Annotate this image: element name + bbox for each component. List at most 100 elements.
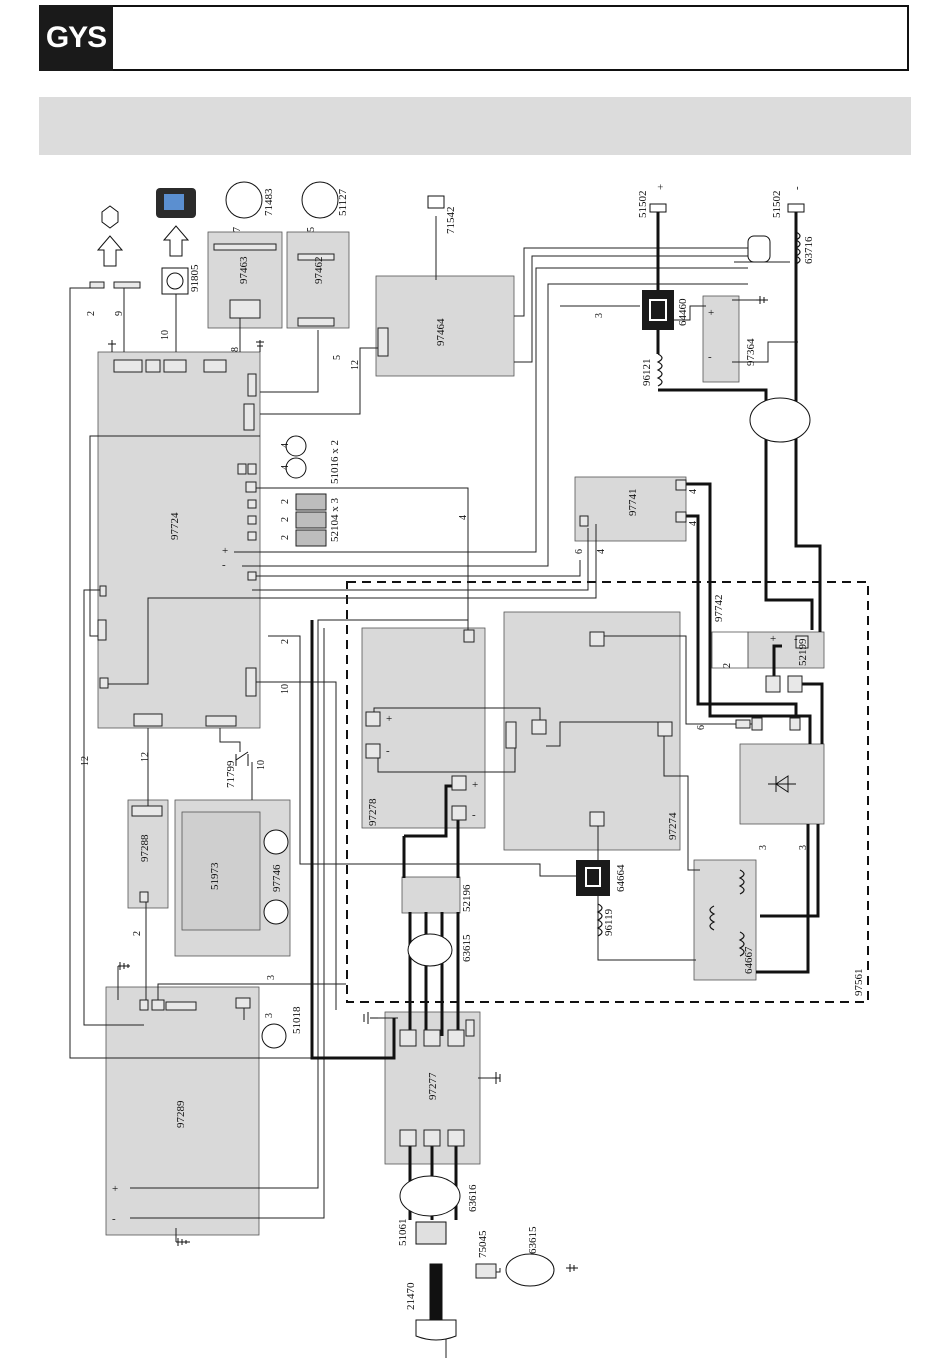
label-97277: 97277: [427, 1072, 439, 1100]
label-71799: 71799: [225, 760, 237, 788]
wire-count: 4: [596, 549, 607, 554]
label-64664: 64664: [615, 864, 627, 892]
wire-count: 2: [280, 499, 291, 504]
label-63615b: 63615: [527, 1226, 539, 1254]
ground-icon: [363, 1012, 378, 1024]
label-71483: 71483: [263, 188, 275, 216]
display-51973: [181, 811, 261, 931]
connector: [247, 571, 257, 581]
connector: [423, 1029, 441, 1047]
connector: [229, 299, 261, 319]
wire-count: 3: [266, 975, 277, 980]
connector: [531, 719, 547, 735]
connector: [589, 811, 605, 827]
connector: [245, 481, 257, 493]
board-97364: [702, 295, 740, 383]
transformer-64667: [693, 859, 757, 981]
connector: [365, 711, 381, 727]
wire-count: 3: [798, 845, 809, 850]
label-52196: 52196: [461, 884, 473, 912]
connector: [297, 253, 335, 261]
ferrite-63716-ring: [749, 397, 811, 443]
connector: [675, 479, 687, 491]
power-wire: [684, 514, 798, 724]
connector: [213, 243, 277, 251]
connector: [451, 775, 467, 791]
module-64460: [642, 290, 674, 330]
connector: [145, 359, 161, 373]
ground-icon: [492, 1072, 501, 1084]
polarity-minus: -: [472, 809, 476, 821]
switch-71799: [235, 751, 249, 766]
connector: [113, 281, 141, 289]
wire: [89, 435, 260, 637]
polarity-minus: -: [222, 559, 226, 571]
terminal-minus: [787, 203, 805, 213]
board-97289: [105, 986, 260, 1236]
mains-connector-51061: [415, 1221, 447, 1245]
wire: [546, 721, 660, 747]
ferrite-63615b-ring: [505, 1253, 555, 1287]
wire: [252, 681, 337, 1010]
ground-icon: [118, 962, 130, 970]
label-75045: 75045: [477, 1230, 489, 1258]
connector: [247, 373, 257, 397]
ground-icon: [566, 1264, 578, 1272]
polarity-minus: -: [794, 633, 798, 645]
connector: [447, 1129, 465, 1147]
connector: [205, 715, 237, 727]
label-97746: 97746: [271, 864, 283, 892]
connector: [451, 805, 467, 821]
label-97463: 97463: [238, 256, 250, 284]
polarity-plus: +: [112, 1183, 118, 1195]
connector: [139, 999, 149, 1011]
wire: [157, 983, 346, 1000]
connector: [139, 891, 149, 903]
wire-count: 2: [280, 535, 291, 540]
wire-count: 2: [722, 663, 733, 668]
board-52199: [747, 631, 825, 669]
wire-count: 9: [114, 311, 125, 316]
connector: [447, 1029, 465, 1047]
ferrite-63615-ring: [407, 933, 453, 967]
connector-51127: [301, 181, 339, 219]
connector: [377, 327, 389, 357]
label-64460: 64460: [677, 298, 689, 326]
board-97278: [361, 627, 486, 829]
wire-count: 4: [280, 465, 291, 470]
wire-count: 7: [232, 227, 243, 232]
connector: [795, 635, 809, 649]
port-91805-icon: [161, 267, 189, 295]
wire: [252, 487, 469, 632]
connector: [505, 721, 517, 749]
connector: [203, 359, 227, 373]
knob-b: [263, 899, 289, 925]
wire-count: 4: [688, 521, 699, 526]
connector: [235, 997, 251, 1009]
ground-icon: [108, 340, 116, 352]
rectifier-52196: [401, 876, 461, 914]
terminal-plus: [649, 203, 667, 213]
connector: [765, 675, 781, 693]
power-wire: [684, 482, 812, 744]
wire: [252, 528, 589, 591]
ground-icon: [756, 296, 768, 304]
connector: [97, 619, 107, 641]
connector: [245, 667, 257, 697]
power-wire: [658, 388, 814, 630]
label-52199: 52199: [797, 638, 809, 666]
board-97462: [286, 231, 350, 329]
wire: [514, 247, 755, 317]
label-97742: 97742: [713, 595, 725, 623]
label-51502b: 51502: [771, 191, 783, 219]
wire: [514, 255, 760, 363]
label-97289: 97289: [175, 1100, 187, 1128]
label-97464: 97464: [435, 318, 447, 346]
coil-96121: [656, 353, 663, 387]
module-64664-inner: [585, 867, 601, 887]
power-wire: [772, 644, 782, 684]
polarity-plus: +: [708, 307, 714, 319]
connector: [475, 1263, 497, 1279]
transformer-coil: [709, 905, 716, 931]
wire: [234, 267, 748, 553]
